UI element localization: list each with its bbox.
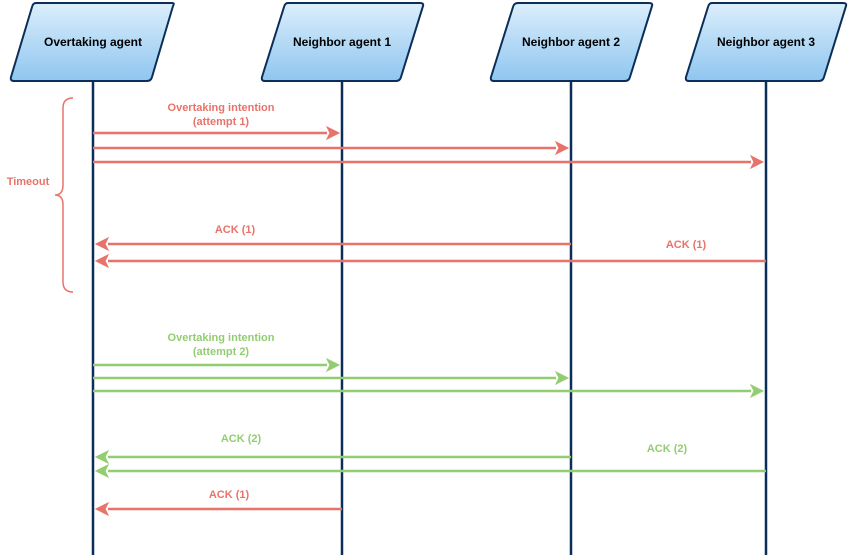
timeout-brace: Timeout	[7, 97, 74, 293]
message-arrow-neighbor-agent-2-to-overtaking-agent	[94, 236, 571, 252]
actor-shape	[684, 2, 848, 82]
actor-shape	[489, 2, 654, 82]
arrow-head	[94, 449, 110, 465]
actor-label: Overtaking agent	[44, 35, 142, 49]
message-arrow-overtaking-agent-to-neighbor-agent-1	[93, 125, 341, 141]
lifelines	[91, 82, 768, 555]
actor-overtaking-agent: Overtaking agent	[9, 1, 175, 82]
actor-neighbor-agent-3: Neighbor agent 3	[684, 2, 848, 82]
arrow-head	[325, 357, 341, 373]
message-arrow-overtaking-agent-to-neighbor-agent-1	[93, 357, 341, 373]
intent-attempt-1-label-line2: (attempt 1)	[193, 116, 250, 128]
arrow-head	[749, 383, 765, 399]
message-labels: Overtaking intention (attempt 1) ACK (1)…	[168, 102, 707, 501]
ack-1-label-neighbor-3: ACK (1)	[666, 239, 707, 251]
intent-attempt-2-label-line1: Overtaking intention	[168, 332, 275, 344]
actor-label: Neighbor agent 1	[293, 35, 391, 49]
message-arrow-neighbor-agent-2-to-overtaking-agent	[94, 449, 571, 465]
actor-neighbor-agent-1: Neighbor agent 1	[260, 2, 425, 82]
arrow-head	[749, 154, 765, 170]
timeout-label: Timeout	[7, 176, 50, 188]
arrow-head	[94, 236, 110, 252]
intent-attempt-1-label-line1: Overtaking intention	[168, 102, 275, 114]
actor-label: Neighbor agent 2	[522, 35, 620, 49]
arrow-head	[554, 140, 570, 156]
message-arrow-overtaking-agent-to-neighbor-agent-3	[93, 154, 765, 170]
ack-1-label-neighbor-2: ACK (1)	[215, 224, 256, 236]
actor-shape	[260, 2, 425, 82]
message-arrow-neighbor-agent-1-to-overtaking-agent	[94, 501, 342, 517]
arrow-head	[554, 370, 570, 386]
message-arrow-overtaking-agent-to-neighbor-agent-3	[93, 383, 765, 399]
actor-label: Neighbor agent 3	[717, 35, 815, 49]
arrow-head	[94, 463, 110, 479]
intent-attempt-2-label-line2: (attempt 2)	[193, 346, 250, 358]
arrow-head	[325, 125, 341, 141]
ack-1-late-label: ACK (1)	[209, 489, 250, 501]
arrow-head	[94, 501, 110, 517]
ack-2-label-neighbor-3: ACK (2)	[647, 443, 688, 455]
actor-neighbor-agent-2: Neighbor agent 2	[489, 2, 654, 82]
brace-shape	[54, 97, 74, 293]
message-arrow-neighbor-agent-3-to-overtaking-agent	[94, 463, 766, 479]
ack-2-label-neighbor-2: ACK (2)	[221, 433, 262, 445]
message-arrow-overtaking-agent-to-neighbor-agent-2	[93, 370, 570, 386]
actor-shape	[9, 1, 175, 82]
messages	[93, 125, 766, 517]
message-arrow-neighbor-agent-3-to-overtaking-agent	[94, 253, 766, 269]
arrow-head	[94, 253, 110, 269]
message-arrow-overtaking-agent-to-neighbor-agent-2	[93, 140, 570, 156]
